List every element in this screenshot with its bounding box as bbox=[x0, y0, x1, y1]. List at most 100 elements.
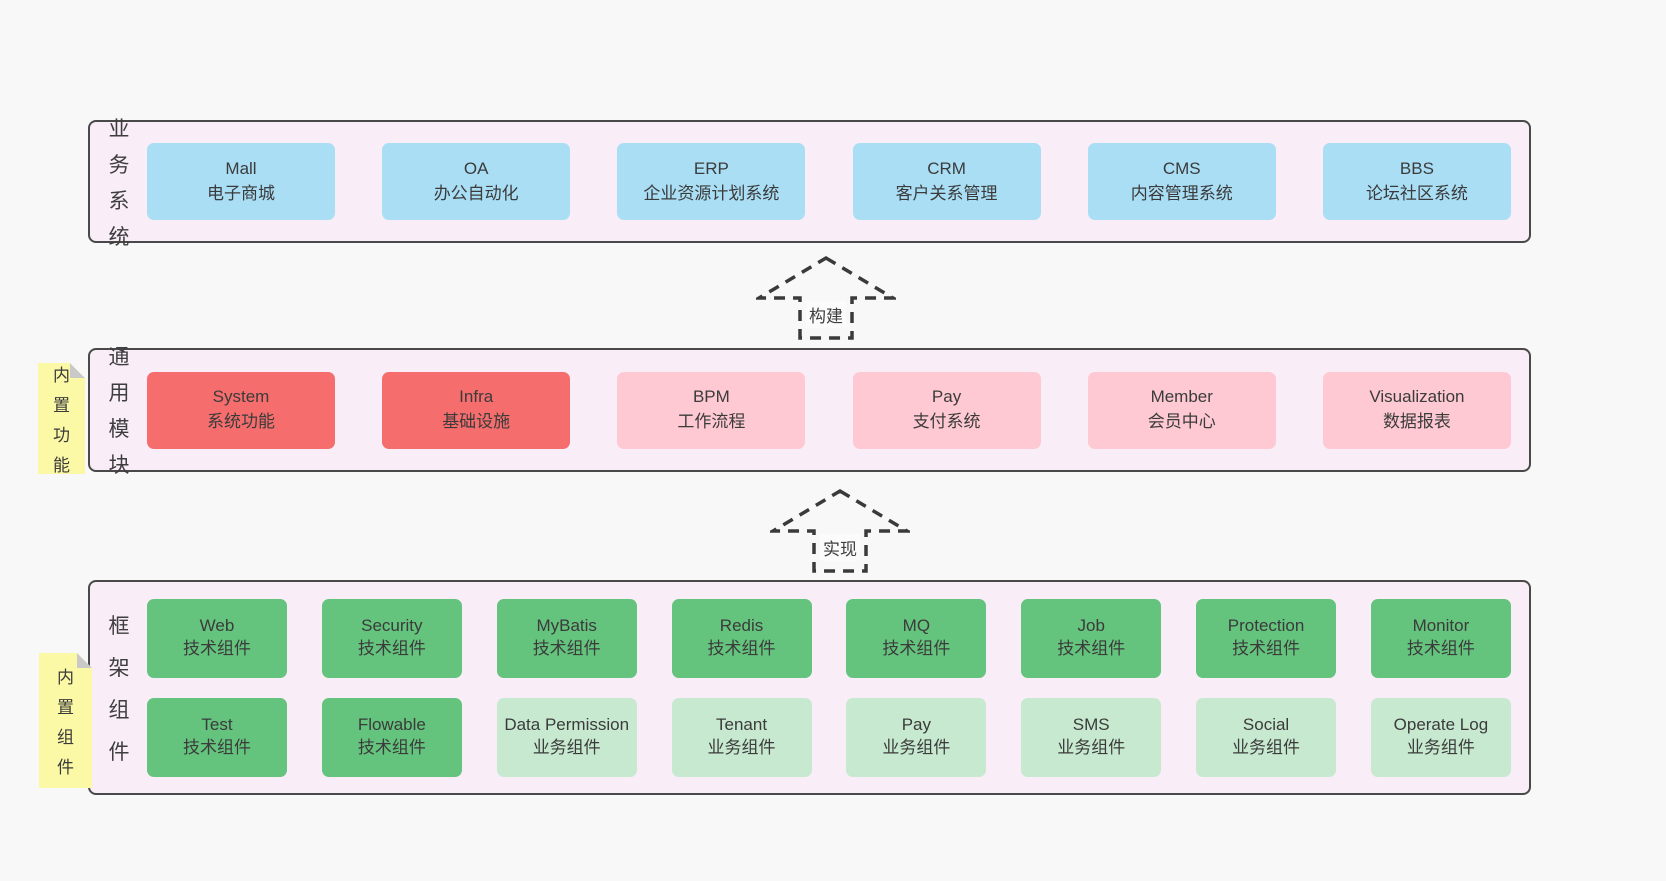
box-title: SMS bbox=[1072, 715, 1110, 735]
layer-business-side-label: 业务系统 bbox=[104, 113, 134, 251]
module-box-infra: Infra 基础设施 bbox=[382, 371, 571, 449]
box-title: CMS bbox=[1162, 158, 1201, 178]
box-subtitle: 办公自动化 bbox=[433, 183, 519, 203]
side-label-char: 架 bbox=[108, 656, 130, 680]
box-subtitle: 工作流程 bbox=[677, 412, 746, 431]
box-subtitle: 业务组件 bbox=[1232, 738, 1301, 757]
module-box-erp: ERP 企业资源计划系统 bbox=[617, 143, 806, 220]
build-arrow-label: 构建 bbox=[806, 301, 846, 328]
module-box-monitor: Monitor 技术组件 bbox=[1370, 598, 1511, 678]
box-subtitle: 数据报表 bbox=[1382, 412, 1451, 431]
box-title: Security bbox=[361, 616, 423, 636]
side-label-char: 组 bbox=[108, 698, 130, 722]
sticky-note-builtin-components: 内置组件 bbox=[39, 653, 92, 788]
module-box-redis: Redis 技术组件 bbox=[671, 598, 812, 678]
box-title: Monitor bbox=[1412, 616, 1470, 636]
side-label-char: 系 bbox=[108, 189, 130, 213]
module-box-pay: Pay 支付系统 bbox=[852, 371, 1041, 449]
sticky-note-builtin-features: 内置功能 bbox=[38, 363, 85, 474]
box-title: Pay bbox=[931, 387, 962, 407]
side-label-char: 通 bbox=[108, 346, 130, 369]
module-box-member: Member 会员中心 bbox=[1087, 371, 1276, 449]
note-char: 内 bbox=[53, 366, 70, 385]
side-label-char: 务 bbox=[108, 153, 130, 177]
sticky-note-builtin-components-text: 内置组件 bbox=[57, 663, 74, 778]
box-subtitle: 技术组件 bbox=[1406, 639, 1475, 658]
side-label-char: 块 bbox=[108, 454, 130, 477]
layer-components-side-label: 框架组件 bbox=[104, 610, 134, 766]
implement-arrow: 实现 bbox=[770, 488, 910, 574]
box-title: Flowable bbox=[357, 715, 426, 735]
box-subtitle: 电子商城 bbox=[207, 183, 275, 203]
note-fold-corner-icon bbox=[70, 363, 85, 378]
module-box-pay: Pay 业务组件 bbox=[846, 697, 987, 777]
box-subtitle: 内容管理系统 bbox=[1130, 183, 1233, 203]
note-char: 内 bbox=[57, 668, 74, 687]
module-box-visualization: Visualization 数据报表 bbox=[1322, 371, 1511, 449]
build-arrow: 构建 bbox=[756, 255, 896, 341]
side-label-char: 模 bbox=[108, 418, 130, 441]
layer-modules-side-label: 通用模块 bbox=[104, 341, 134, 479]
dashed-up-arrow-icon bbox=[756, 255, 896, 340]
box-subtitle: 基础设施 bbox=[442, 412, 511, 431]
box-title: Test bbox=[201, 715, 233, 735]
box-subtitle: 业务组件 bbox=[1057, 738, 1126, 757]
dashed-up-arrow-icon bbox=[770, 488, 910, 573]
box-subtitle: 论坛社区系统 bbox=[1365, 183, 1468, 203]
box-title: Infra bbox=[459, 387, 494, 407]
box-title: Operate Log bbox=[1393, 715, 1489, 735]
box-title: Job bbox=[1077, 616, 1105, 636]
note-char: 置 bbox=[57, 698, 74, 717]
box-title: ERP bbox=[693, 158, 729, 178]
box-subtitle: 会员中心 bbox=[1147, 412, 1216, 431]
note-char: 置 bbox=[53, 396, 70, 415]
box-subtitle: 技术组件 bbox=[183, 639, 251, 658]
module-box-web: Web 技术组件 bbox=[147, 598, 287, 678]
module-box-job: Job 技术组件 bbox=[1021, 598, 1162, 678]
module-box-crm: CRM 客户关系管理 bbox=[852, 143, 1041, 220]
box-subtitle: 业务组件 bbox=[882, 738, 951, 757]
side-label-char: 用 bbox=[108, 382, 130, 405]
box-title: Member bbox=[1150, 387, 1213, 407]
implement-arrow-label: 实现 bbox=[820, 534, 860, 561]
box-subtitle: 技术组件 bbox=[183, 738, 251, 757]
box-subtitle: 技术组件 bbox=[707, 639, 776, 658]
box-title: Web bbox=[199, 616, 235, 636]
box-title: CRM bbox=[927, 158, 966, 178]
side-label-char: 框 bbox=[108, 614, 130, 638]
note-char: 能 bbox=[53, 456, 70, 475]
box-title: Visualization bbox=[1369, 387, 1465, 407]
box-subtitle: 支付系统 bbox=[912, 412, 981, 431]
box-title: Redis bbox=[719, 616, 764, 636]
box-title: BBS bbox=[1399, 158, 1434, 178]
box-title: Pay bbox=[901, 715, 932, 735]
note-char: 功 bbox=[53, 426, 70, 445]
box-title: BPM bbox=[692, 387, 730, 407]
box-title: OA bbox=[463, 158, 489, 178]
box-subtitle: 技术组件 bbox=[357, 738, 426, 757]
box-subtitle: 技术组件 bbox=[882, 639, 951, 658]
box-subtitle: 客户关系管理 bbox=[895, 183, 998, 203]
box-title: Tenant bbox=[716, 715, 768, 735]
module-box-flowable: Flowable 技术组件 bbox=[321, 697, 462, 777]
box-subtitle: 企业资源计划系统 bbox=[643, 183, 780, 203]
side-label-char: 件 bbox=[108, 740, 130, 764]
box-subtitle: 技术组件 bbox=[1057, 639, 1126, 658]
box-title: Data Permission bbox=[504, 715, 630, 735]
side-label-char: 统 bbox=[108, 225, 130, 249]
side-label-char: 业 bbox=[108, 117, 130, 141]
box-subtitle: 技术组件 bbox=[1232, 639, 1301, 658]
sticky-note-builtin-features-text: 内置功能 bbox=[53, 361, 70, 476]
